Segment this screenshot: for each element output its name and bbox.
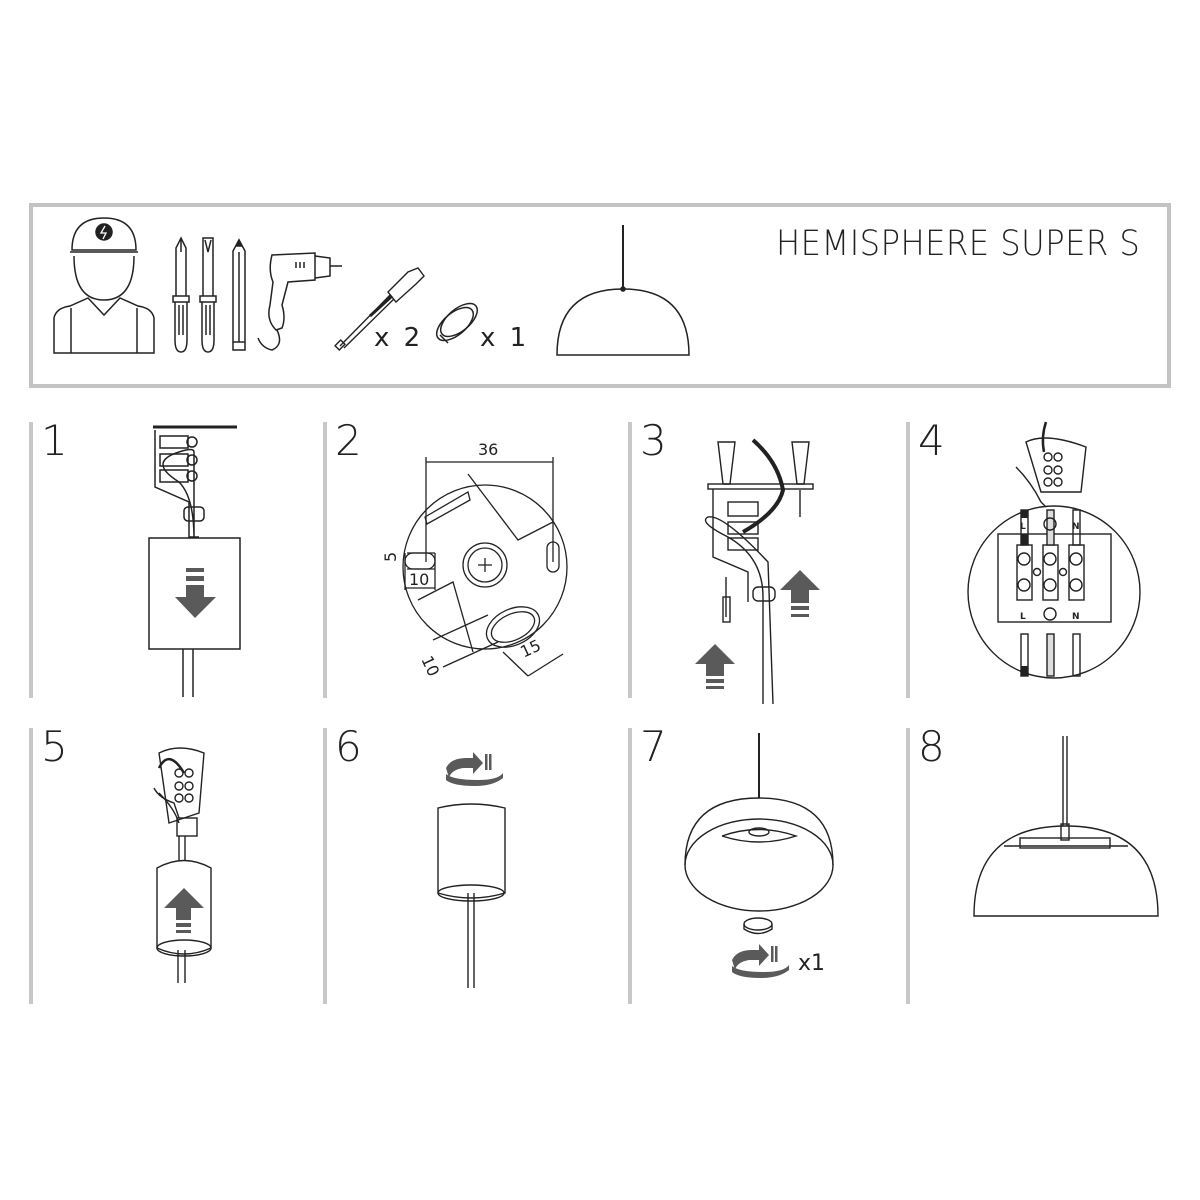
step-number: 2 xyxy=(335,416,362,465)
cap-quantity: x1 xyxy=(798,951,825,976)
pencil-icon xyxy=(232,238,246,351)
plug-quantity: x 2 xyxy=(374,323,423,353)
step-number: 1 xyxy=(41,416,68,465)
panel-divider xyxy=(906,422,910,698)
dim-width: 36 xyxy=(478,440,498,459)
step-6-illustration xyxy=(437,752,506,988)
step-number: 3 xyxy=(640,416,667,465)
panel-divider xyxy=(628,422,632,698)
terminal-label-n-bottom: N xyxy=(1072,612,1080,622)
base-plate-diagram: 36 5 10 15 10 xyxy=(381,440,568,679)
terminal-label-l-bottom: L xyxy=(1020,612,1026,622)
dim-slot-width: 10 xyxy=(409,570,429,589)
phillips-screwdriver-icon xyxy=(172,236,190,353)
drill-icon xyxy=(257,252,342,351)
up-arrow-icon xyxy=(780,570,820,617)
step-3-illustration xyxy=(695,438,820,705)
electrician-icon xyxy=(53,217,155,354)
step-8-illustration xyxy=(973,736,1159,917)
step-7-panel: 7 x1 xyxy=(628,722,918,1004)
wiring-diagram: L N L N xyxy=(967,421,1141,679)
up-arrow-icon xyxy=(164,888,204,933)
panel-divider xyxy=(628,728,632,1004)
step-7-illustration: x1 xyxy=(684,733,834,978)
step-1-panel: 1 xyxy=(29,416,319,698)
header-box xyxy=(29,203,1171,388)
panel-divider xyxy=(906,728,910,1004)
cap-quantity: x 1 xyxy=(480,323,529,353)
panel-divider xyxy=(323,422,327,698)
up-arrow-icon xyxy=(695,644,735,689)
step-6-panel: 6 xyxy=(323,722,613,1004)
step-number: 4 xyxy=(918,416,945,465)
terminal-label-n-top: N xyxy=(1072,522,1080,532)
panel-divider xyxy=(323,728,327,1004)
rotate-tighten-icon xyxy=(446,752,503,786)
step-number: 7 xyxy=(640,722,667,771)
step-number: 5 xyxy=(41,722,68,771)
step-number: 6 xyxy=(335,722,362,771)
product-title: HEMISPHERE SUPER S xyxy=(776,224,1141,264)
wall-plug-screw-icon xyxy=(334,267,425,351)
panel-divider xyxy=(29,728,33,1004)
dim-oval-height: 10 xyxy=(417,653,443,679)
rotate-tighten-icon xyxy=(732,944,789,978)
cap-icon xyxy=(435,302,479,344)
panel-divider xyxy=(29,422,33,698)
step-4-panel: 4 L N L N xyxy=(906,416,1196,698)
flat-screwdriver-icon xyxy=(199,237,217,353)
step-5-illustration xyxy=(153,747,212,983)
step-1-illustration xyxy=(148,425,241,697)
pendant-lamp-icon xyxy=(556,225,690,356)
dim-slot-height: 5 xyxy=(381,552,400,562)
terminal-label-l-top: L xyxy=(1020,522,1026,532)
down-arrow-icon xyxy=(175,568,216,618)
step-2-panel: 2 36 5 10 15 10 xyxy=(323,416,613,698)
step-number: 8 xyxy=(918,722,945,771)
step-5-panel: 5 xyxy=(29,722,319,1004)
step-3-panel: 3 xyxy=(628,416,918,705)
dim-oval-width: 15 xyxy=(517,636,543,662)
step-8-panel: 8 xyxy=(906,722,1196,1004)
